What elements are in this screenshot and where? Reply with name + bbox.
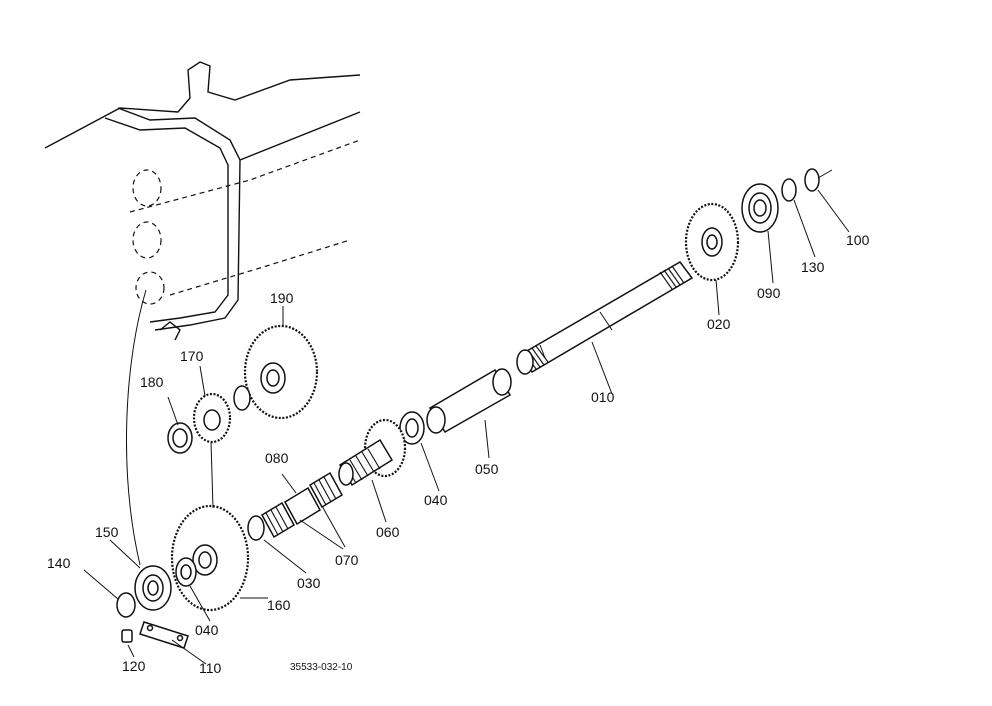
label-170: 170: [180, 348, 204, 364]
bolt-120: [121, 629, 133, 643]
label-140: 140: [47, 555, 71, 571]
collar-050: [426, 368, 512, 434]
label-070: 070: [335, 552, 359, 568]
label-110: 110: [199, 660, 222, 676]
snap-ring-140: [116, 592, 136, 618]
bearing-150: [134, 565, 172, 611]
washer-040-lower: [175, 557, 197, 587]
spacer-080: [283, 486, 322, 526]
label-130: 130: [801, 259, 825, 275]
label-030: 030: [297, 575, 321, 591]
label-060: 060: [376, 524, 400, 540]
label-010: 010: [591, 389, 615, 405]
transmission-case: [44, 61, 361, 566]
label-180: 180: [140, 374, 164, 390]
figure-code: 35533-032-10: [290, 662, 353, 673]
needle-bearings-070: [260, 471, 344, 539]
ring-small: [233, 385, 251, 411]
gear-170: [192, 392, 232, 444]
label-160: 160: [267, 597, 291, 613]
label-090: 090: [757, 285, 781, 301]
snap-ring-100: [804, 168, 833, 192]
washer-180: [167, 422, 193, 454]
label-080: 080: [265, 450, 289, 466]
ring-030: [247, 515, 265, 541]
gear-020: [684, 202, 740, 282]
label-150: 150: [95, 524, 119, 540]
label-120: 120: [122, 658, 146, 674]
leader-lines: [83, 189, 850, 665]
main-shaft-010: [516, 261, 694, 375]
label-190: 190: [270, 290, 294, 306]
label-040-upper: 040: [424, 492, 448, 508]
label-040-lower: 040: [195, 622, 219, 638]
label-020: 020: [707, 316, 731, 332]
gear-190: [243, 324, 319, 420]
bearing-090: [741, 183, 779, 233]
gear-060: [338, 418, 407, 487]
plate-110: [139, 621, 189, 649]
snap-ring-130: [781, 178, 797, 202]
label-050: 050: [475, 461, 499, 477]
label-100: 100: [846, 232, 870, 248]
